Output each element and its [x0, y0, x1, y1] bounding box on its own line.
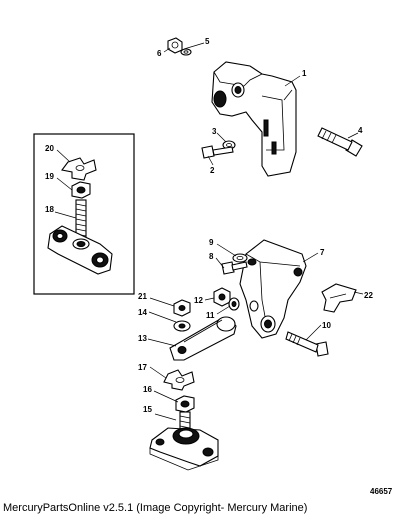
part-mount-base-18: [47, 225, 113, 275]
callout-10: 10: [322, 321, 331, 330]
part-washer-11: [228, 297, 240, 311]
callout-18: 18: [45, 205, 54, 214]
part-nut-19: [71, 181, 91, 199]
part-bolt-8: [221, 261, 248, 275]
part-bracket-1: [211, 61, 297, 177]
callout-16: 16: [143, 385, 152, 394]
part-nut-12: [213, 287, 231, 307]
copyright-footer: MercuryPartsOnline v2.5.1 (Image Copyrig…: [3, 502, 308, 514]
part-bolt-4: [317, 127, 363, 157]
figure-number: 46657: [370, 487, 393, 496]
inset-frame: [33, 133, 135, 295]
callout-14: 14: [138, 308, 147, 317]
part-nut-21: [173, 299, 191, 317]
part-wingnut-20: [61, 157, 97, 181]
part-link-13: [169, 316, 237, 361]
callout-6: 6: [157, 49, 162, 58]
callout-21: 21: [138, 292, 147, 301]
part-nut-5: [167, 37, 183, 54]
callout-4: 4: [358, 126, 363, 135]
callout-17: 17: [138, 363, 147, 372]
callout-15: 15: [143, 405, 152, 414]
part-wingnut-17: [163, 369, 195, 391]
part-clip-22: [321, 283, 357, 313]
callout-13: 13: [138, 334, 147, 343]
part-bracket-7: [239, 239, 307, 339]
part-nut-16: [175, 395, 195, 413]
part-washer-6: [180, 48, 192, 56]
callout-2: 2: [210, 166, 215, 175]
callout-12: 12: [194, 296, 203, 305]
part-washer-9: [232, 253, 248, 263]
callout-19: 19: [45, 172, 54, 181]
leader-lines: [54, 42, 364, 421]
callout-labels: 1 2 3 4 5 6 7 8 9 10 11 12 13 14 15 16 1…: [45, 37, 373, 414]
callout-3: 3: [212, 127, 217, 136]
part-bolt-2: [201, 145, 234, 159]
callout-20: 20: [45, 144, 54, 153]
callout-9: 9: [209, 238, 214, 247]
part-bolt-10: [285, 331, 329, 357]
part-washer-14: [173, 320, 191, 332]
callout-7: 7: [320, 248, 325, 257]
part-mount-15: [149, 411, 219, 471]
callout-5: 5: [205, 37, 210, 46]
callout-22: 22: [364, 291, 373, 300]
callout-8: 8: [209, 252, 214, 261]
callout-1: 1: [302, 69, 307, 78]
callout-11: 11: [206, 311, 215, 320]
